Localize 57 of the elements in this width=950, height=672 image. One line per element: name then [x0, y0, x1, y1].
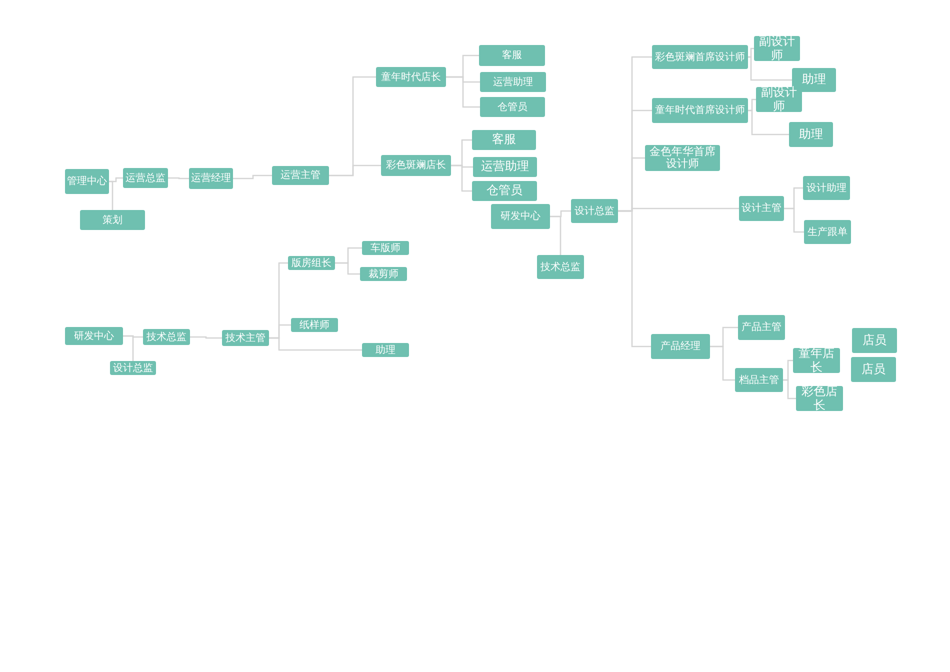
connector-line	[451, 164, 472, 192]
org-box: 车版师	[362, 241, 409, 255]
org-box: 版房组长	[288, 256, 335, 270]
org-box: 设计总监	[571, 199, 618, 223]
org-box: 仓管员	[480, 97, 545, 117]
org-box: 店员	[851, 357, 896, 382]
org-box: 设计助理	[803, 176, 850, 200]
connector-line	[550, 216, 562, 255]
org-box: 客服	[479, 45, 545, 66]
org-box: 店员	[852, 328, 897, 353]
connector-line	[329, 164, 381, 176]
connector-line	[190, 336, 222, 339]
org-box: 运营主管	[272, 166, 329, 185]
org-box: 运营助理	[480, 72, 546, 92]
org-box: 仓管员	[472, 181, 537, 201]
connector-line	[710, 346, 735, 381]
connector-line	[446, 76, 480, 108]
org-box: 助理	[362, 343, 409, 357]
connector-line	[123, 335, 134, 361]
connector-line	[168, 177, 189, 180]
org-box: 彩色店长	[796, 386, 843, 411]
connector-line	[783, 379, 796, 400]
org-box: 技术总监	[143, 329, 190, 345]
org-box: 童年店长	[793, 348, 840, 373]
connector-line	[748, 110, 789, 136]
connector-line	[748, 48, 754, 58]
org-box: 助理	[789, 122, 833, 147]
org-box: 策划	[80, 210, 145, 230]
org-box: 裁剪师	[360, 267, 407, 281]
connector-line	[784, 208, 804, 233]
org-box: 金色年华首席设计师	[645, 145, 720, 171]
org-box: 纸样师	[291, 318, 338, 332]
org-box: 彩色斑斓店长	[381, 155, 451, 176]
org-box: 技术总监	[537, 255, 584, 279]
connector-line	[748, 56, 792, 81]
org-box: 档品主管	[735, 368, 783, 392]
org-box: 运营助理	[473, 157, 537, 177]
org-box: 设计主管	[739, 196, 784, 221]
org-box: 研发中心	[491, 204, 550, 229]
org-box: 客服	[472, 130, 536, 150]
org-box: 研发中心	[65, 327, 123, 345]
org-box: 运营总监	[123, 168, 168, 188]
org-box: 彩色斑斓首席设计师	[652, 45, 748, 69]
org-box: 管理中心	[65, 169, 109, 194]
connector-line	[233, 174, 272, 180]
connector-line	[109, 180, 114, 210]
org-box: 产品主管	[738, 315, 785, 340]
org-box: 童年时代店长	[376, 67, 446, 87]
org-box: 童年时代首席设计师	[652, 98, 748, 123]
org-box: 产品经理	[651, 334, 710, 359]
connector-line	[335, 262, 360, 275]
org-box: 运营经理	[189, 168, 233, 189]
org-box: 生产跟单	[804, 220, 851, 244]
connector-line	[618, 210, 651, 348]
connector-line	[269, 337, 362, 351]
org-box: 技术主管	[222, 330, 269, 346]
org-box: 设计总监	[110, 361, 156, 375]
